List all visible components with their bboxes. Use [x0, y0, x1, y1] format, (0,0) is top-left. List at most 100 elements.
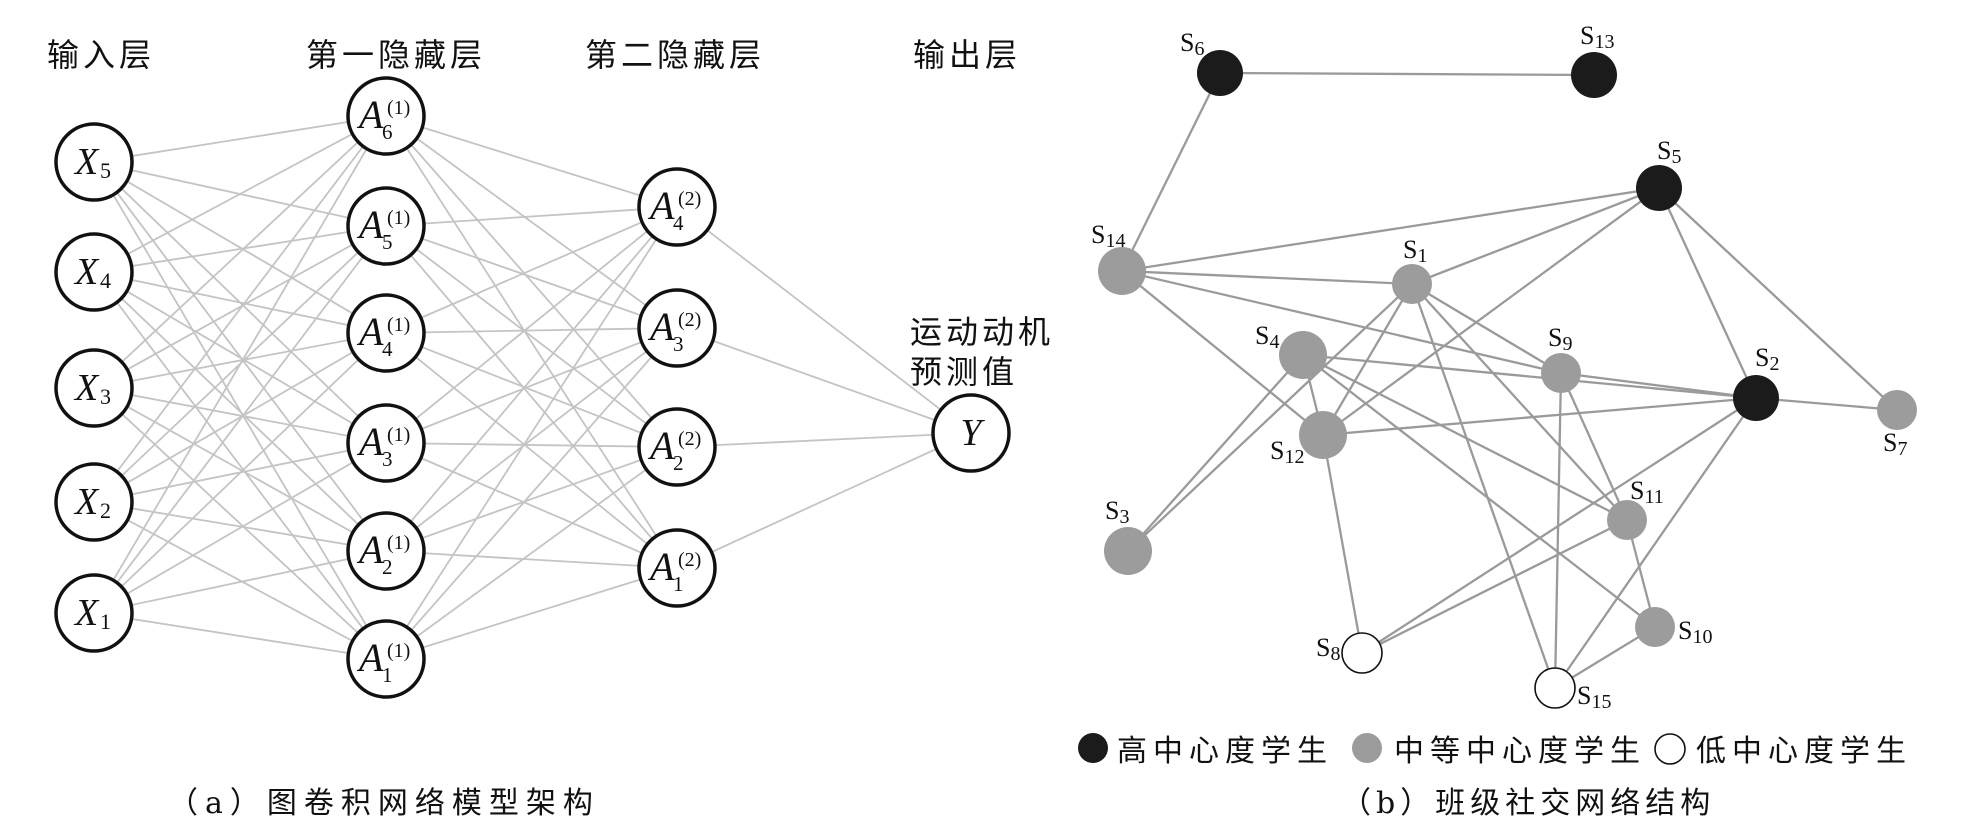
legend-marker-low [1654, 733, 1686, 765]
nn-node-subscript: 3 [673, 332, 684, 356]
nn-node-subscript: 5 [382, 230, 393, 254]
nn-node-circle [931, 393, 1011, 473]
nn-edge-X5-to-A4-1 [93, 161, 387, 334]
sn-node-S3 [1104, 527, 1152, 575]
nn-node-A4-2: A(2)4 [637, 167, 717, 247]
nn-node-symbol: X [73, 141, 100, 183]
sn-label-subscript: 14 [1105, 230, 1125, 252]
nn-node-A4-1: A(1)4 [346, 293, 426, 373]
nn-edge-X4-to-A4-1 [93, 271, 387, 334]
sn-label-S9: S9 [1548, 323, 1572, 355]
nn-edge-X3-to-A6-1 [93, 115, 387, 389]
nn-node-A1-1: A(1)1 [346, 619, 426, 699]
sn-label-subscript: 4 [1269, 331, 1279, 353]
sn-node-S6 [1197, 50, 1243, 96]
sn-edge-S1-S3 [1127, 283, 1413, 552]
nn-node-A5-1: A(1)5 [346, 186, 426, 266]
nn-node-subscript: 4 [673, 211, 684, 235]
nn-node-superscript: (2) [678, 309, 701, 331]
nn-node-circle [637, 288, 717, 368]
sn-label-subscript: 13 [1594, 31, 1614, 53]
output-annotation-line1: 运动动机 [910, 313, 1054, 351]
nn-edge-A5-1-to-A1-2 [385, 225, 678, 569]
sn-label-subscript: 15 [1591, 691, 1611, 713]
sn-node-S12 [1299, 411, 1347, 459]
nn-node-circle [346, 186, 426, 266]
nn-edge-A6-1-to-A3-2 [385, 115, 678, 329]
nn-edge-X1-to-A2-1 [93, 550, 387, 614]
sn-edge-S5-S2 [1657, 187, 1758, 399]
nn-node-subscript: 4 [100, 268, 111, 293]
sn-node-S1 [1392, 264, 1432, 304]
sn-label-S6: S6 [1180, 28, 1204, 60]
sn-label-S13: S13 [1580, 21, 1614, 53]
sn-label-letter: S [1548, 323, 1562, 352]
caption-a: （a）图卷积网络模型架构 [168, 786, 600, 821]
sn-edge-S1-S9 [1411, 283, 1562, 374]
sn-label-subscript: 7 [1897, 438, 1907, 460]
sn-edge-S14-S9 [1121, 269, 1562, 375]
nn-edge-A2-2-to-Y [676, 432, 972, 448]
nn-node-symbol: A [356, 419, 384, 464]
nn-node-Y: Y [931, 393, 1011, 473]
sn-edge-S12-S5 [1322, 187, 1660, 436]
legend-label-medium: 中等中心度学生 [1394, 734, 1646, 769]
legend-item-medium: 中等中心度学生 [1352, 733, 1646, 769]
nn-node-superscript: (2) [678, 428, 701, 450]
nn-edge-A1-1-to-A1-2 [385, 567, 678, 660]
sn-node-S5 [1636, 165, 1682, 211]
sn-label-letter: S [1270, 436, 1284, 465]
nn-edge-X2-to-A6-1 [93, 115, 387, 503]
nn-edge-A5-1-to-A2-2 [385, 225, 678, 448]
legend-item-high: 高中心度学生 [1078, 733, 1333, 769]
nn-node-circle [637, 167, 717, 247]
nn-node-symbol: A [356, 202, 384, 247]
nn-edge-X4-to-A3-1 [93, 271, 387, 444]
sn-edge-S4-S2 [1302, 353, 1757, 400]
nn-node-circle [637, 528, 717, 608]
nn-edge-A4-1-to-A4-2 [385, 206, 678, 334]
nn-node-symbol: A [356, 92, 384, 137]
sn-edge-S5-S7 [1658, 187, 1898, 411]
nn-node-symbol: A [356, 309, 384, 354]
sn-edge-S14-S5 [1121, 186, 1660, 273]
nn-edge-X3-to-A5-1 [93, 225, 387, 389]
sn-label-S14: S14 [1091, 220, 1125, 252]
nn-edge-X2-to-A2-1 [93, 501, 387, 552]
nn-node-subscript: 1 [100, 609, 111, 634]
nn-edge-X1-to-A1-1 [93, 612, 387, 660]
sn-edge-S4-S10 [1302, 354, 1656, 628]
sn-node-S7 [1877, 390, 1917, 430]
nn-node-symbol: A [647, 304, 675, 349]
sn-label-letter: S [1883, 428, 1897, 457]
nn-node-circle [54, 462, 134, 542]
nn-edge-A4-2-to-Y [676, 206, 972, 434]
nn-node-subscript: 5 [100, 158, 111, 183]
nn-edge-X3-to-A1-1 [93, 387, 387, 660]
output-annotation-line2: 预测值 [910, 353, 1018, 391]
nn-edge-A1-1-to-A4-2 [385, 206, 678, 660]
nn-node-subscript: 3 [382, 447, 393, 471]
sn-label-subscript: 11 [1644, 486, 1663, 508]
sn-edge-S1-S11 [1411, 283, 1628, 521]
sn-edge-S4-S11 [1302, 353, 1628, 522]
nn-node-circle [346, 619, 426, 699]
nn-edge-A3-1-to-A4-2 [385, 206, 678, 444]
sn-node-S10 [1635, 607, 1675, 647]
sn-label-subscript: 9 [1562, 333, 1572, 355]
legend: 高中心度学生 中等中心度学生 低中心度学生 [1078, 733, 1906, 769]
nn-edge-X1-to-A6-1 [93, 115, 387, 614]
sn-label-letter: S [1316, 633, 1330, 662]
legend-label-high: 高中心度学生 [1117, 734, 1333, 769]
nn-edge-A3-1-to-A1-2 [385, 442, 678, 569]
nn-node-symbol: A [647, 423, 675, 468]
legend-marker-high [1078, 733, 1108, 763]
nn-edge-A1-1-to-A3-2 [385, 327, 678, 660]
legend-item-low: 低中心度学生 [1654, 733, 1906, 769]
